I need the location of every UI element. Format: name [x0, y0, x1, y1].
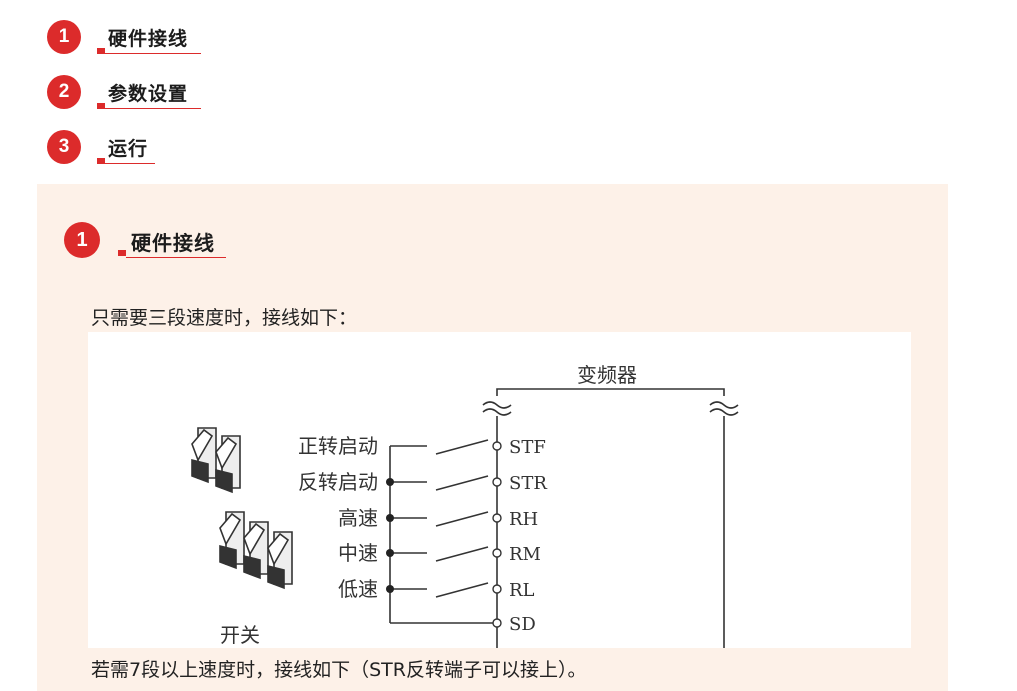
paragraph-intro: 只需要三段速度时，接线如下： — [91, 307, 358, 329]
step-number-badge: 3 — [47, 130, 81, 164]
terminal-label: RL — [509, 580, 535, 601]
break-mark-right-bottom — [709, 408, 739, 416]
terminal-rm — [492, 548, 502, 558]
break-mark-right-top — [709, 401, 739, 409]
break-mark-left-top — [482, 401, 512, 409]
terminal-str — [492, 477, 502, 487]
toc-title: 参数设置 — [108, 83, 189, 105]
terminal-label: RH — [509, 509, 538, 530]
wiring-diagram: 变频器 — [88, 332, 911, 648]
toggle-switch-pair-icon — [191, 427, 241, 494]
junction-dot — [386, 585, 394, 593]
switch-contact-rl — [435, 582, 489, 598]
title-marker — [118, 250, 126, 256]
switch-contact-stf — [435, 439, 489, 455]
step-number-badge: 1 — [64, 222, 100, 258]
toc-title: 运行 — [108, 138, 149, 160]
paragraph-note: 若需7段以上速度时，接线如下（STR反转端子可以接上）。 — [91, 659, 587, 681]
terminal-label: STF — [509, 437, 546, 458]
toc-title: 硬件接线 — [108, 28, 189, 50]
switch-label: 中速 — [338, 541, 378, 565]
switch-contact-rh — [435, 511, 489, 527]
switch-group-label: 开关 — [220, 623, 260, 647]
switch-label: 低速 — [338, 577, 378, 601]
toggle-switch-triple-icon — [219, 511, 293, 590]
title-marker — [97, 48, 105, 54]
junction-dot — [386, 514, 394, 522]
junction-dot — [386, 478, 394, 486]
title-marker — [97, 158, 105, 164]
terminal-stf — [492, 441, 502, 451]
title-underline — [105, 53, 201, 54]
title-underline — [105, 108, 201, 109]
step-number-badge: 1 — [47, 20, 81, 54]
inverter-box-top — [496, 388, 725, 396]
content-panel: 1 硬件接线 只需要三段速度时，接线如下： 变频器 — [37, 184, 948, 691]
switch-contact-rm — [435, 546, 489, 562]
title-underline — [105, 163, 155, 164]
title-marker — [97, 103, 105, 109]
terminal-sd — [492, 618, 502, 628]
switch-label: 反转启动 — [298, 470, 378, 494]
terminal-rh — [492, 513, 502, 523]
switch-label: 高速 — [338, 506, 378, 530]
section-title: 硬件接线 — [131, 231, 215, 255]
inverter-label: 变频器 — [577, 363, 637, 387]
title-underline — [126, 257, 226, 258]
break-mark-left-bottom — [482, 408, 512, 416]
terminal-label: RM — [509, 544, 541, 565]
terminal-label: SD — [509, 614, 536, 635]
junction-dot — [386, 549, 394, 557]
step-number-badge: 2 — [47, 75, 81, 109]
terminal-label: STR — [509, 473, 547, 494]
terminal-rl — [492, 584, 502, 594]
switch-contact-str — [435, 475, 489, 491]
switch-label: 正转启动 — [298, 434, 378, 458]
